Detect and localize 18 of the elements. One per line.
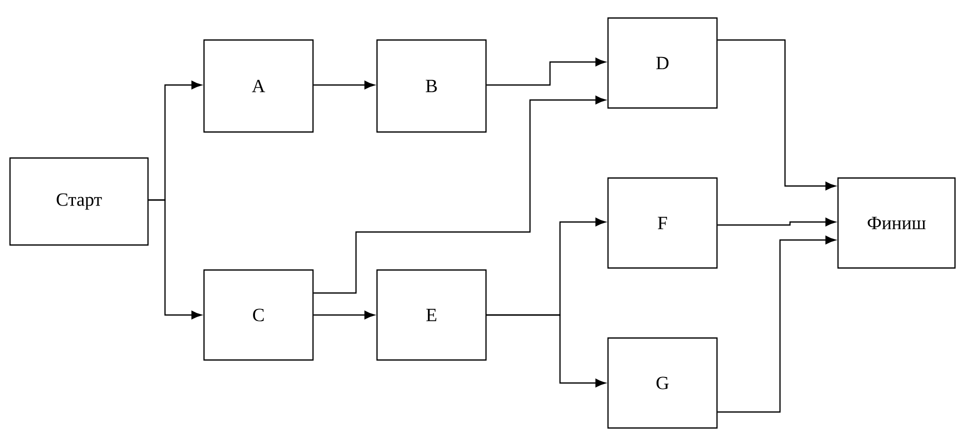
arrow bbox=[718, 39, 836, 190]
process-box: Финиш bbox=[837, 177, 956, 269]
arrow bbox=[314, 310, 375, 320]
process-box: E bbox=[376, 269, 487, 361]
process-box: C bbox=[203, 269, 314, 361]
process-box: F bbox=[607, 177, 718, 269]
arrow bbox=[718, 236, 836, 413]
arrow bbox=[486, 314, 606, 388]
process-box: Старт bbox=[9, 157, 149, 246]
process-box: B bbox=[376, 39, 487, 133]
process-box: G bbox=[607, 337, 718, 429]
arrow bbox=[148, 199, 202, 320]
arrow bbox=[314, 96, 606, 294]
process-box: D bbox=[607, 17, 718, 109]
arrow bbox=[314, 80, 375, 90]
arrow bbox=[718, 218, 836, 226]
process-box: A bbox=[203, 39, 314, 133]
arrow bbox=[486, 58, 606, 86]
